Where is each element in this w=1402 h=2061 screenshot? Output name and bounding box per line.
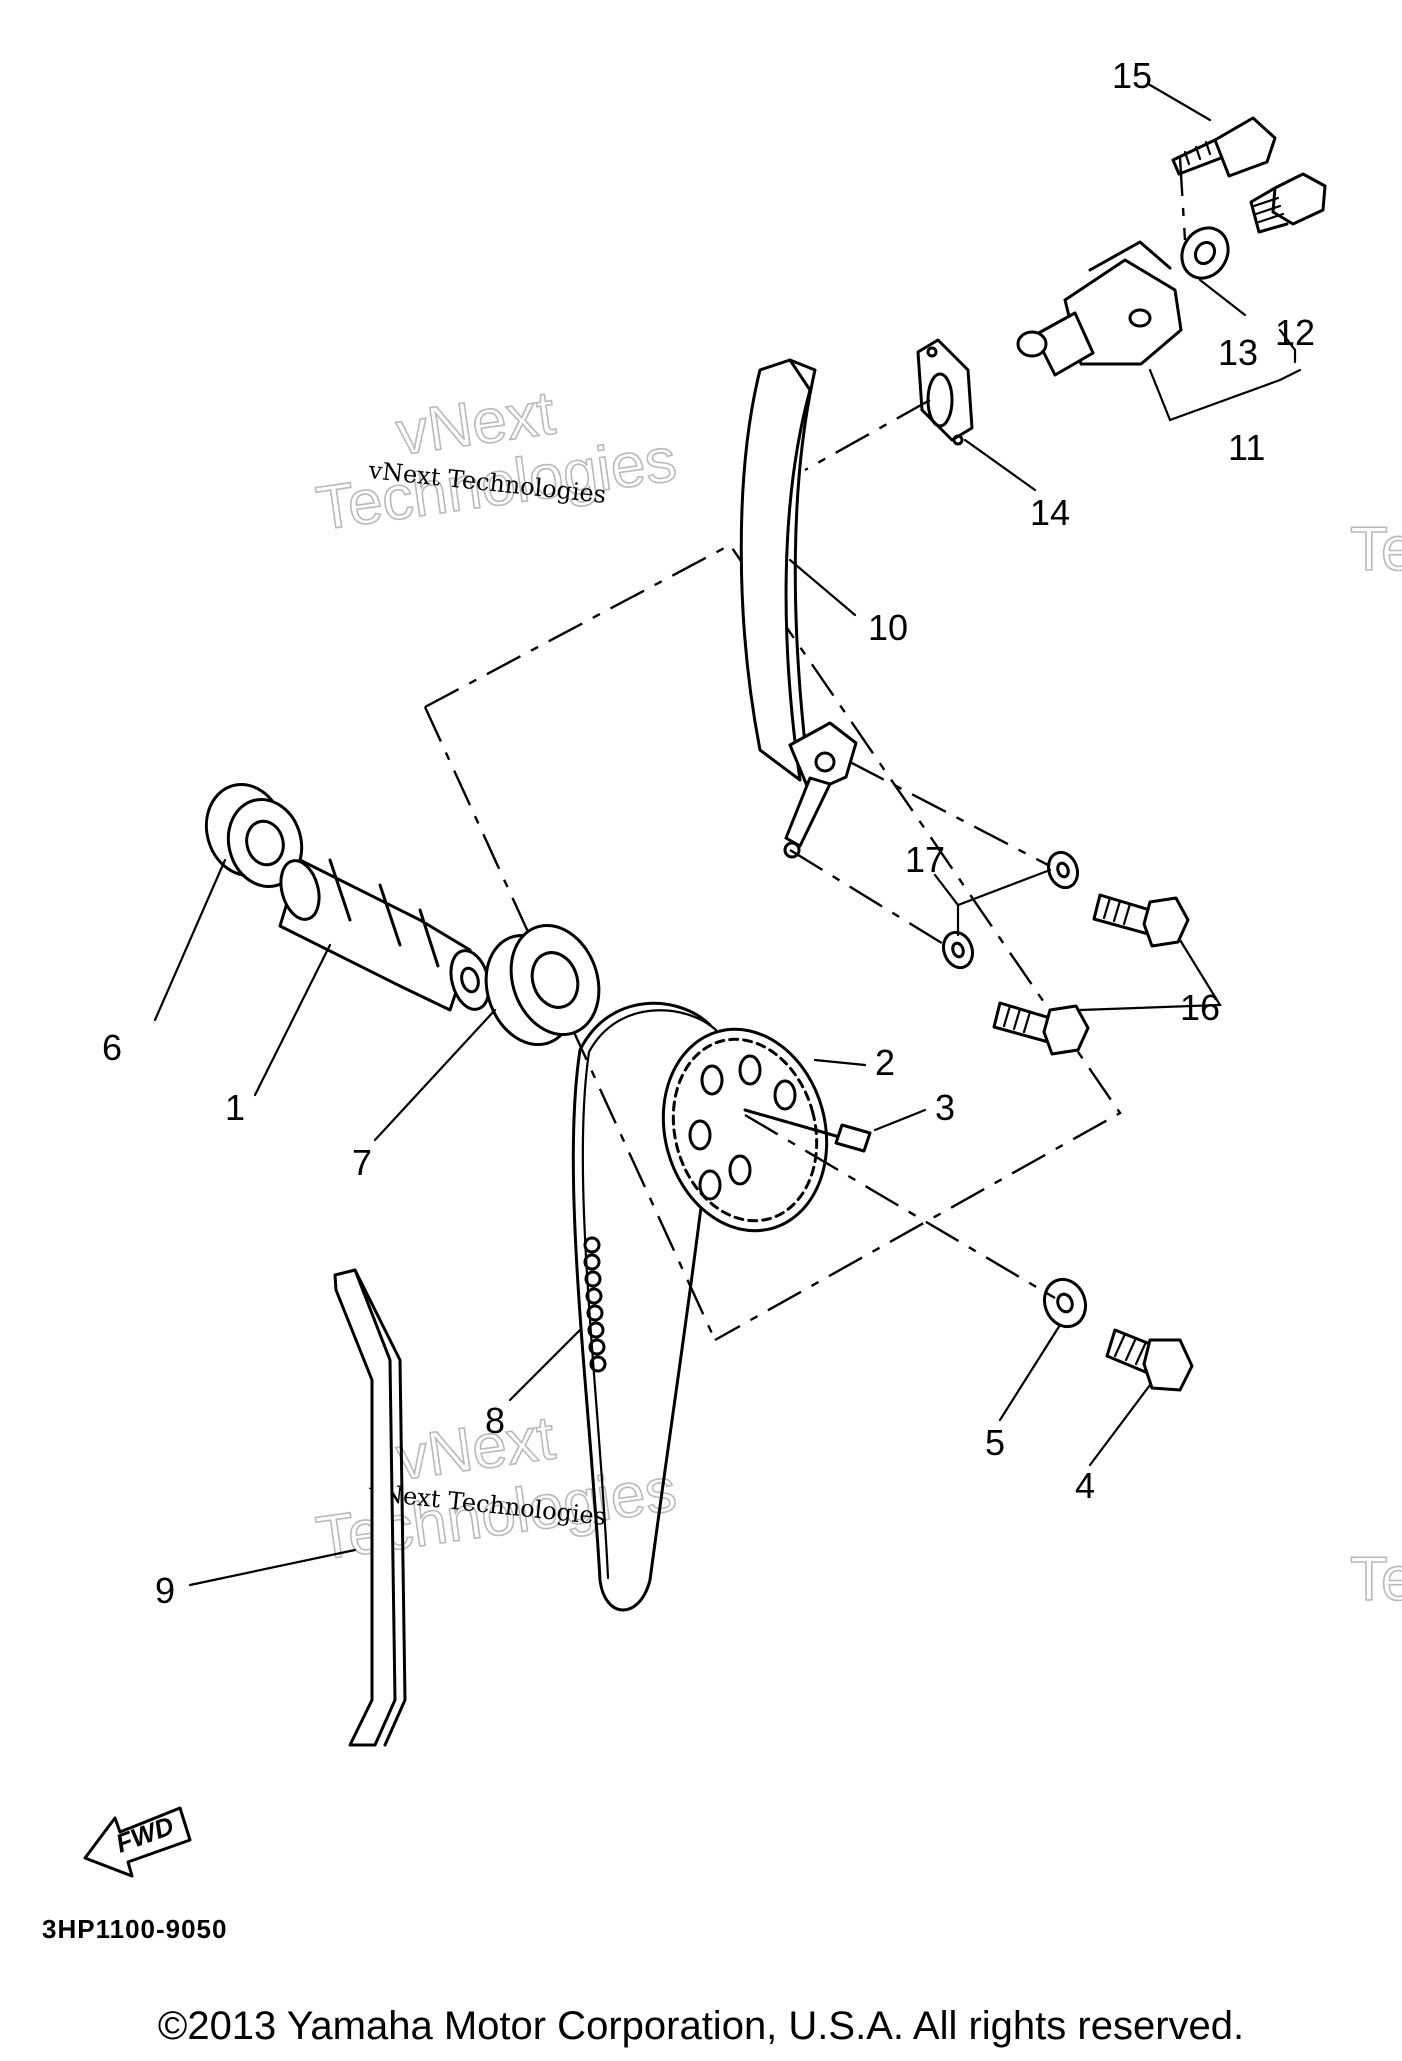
callout-13: 13 bbox=[1218, 332, 1258, 373]
callout-2: 2 bbox=[875, 1042, 895, 1083]
chain-links bbox=[583, 1236, 607, 1373]
callout-16: 16 bbox=[1180, 987, 1220, 1028]
part-cam-sprocket-2 bbox=[661, 1027, 829, 1233]
part-chain-guide-9 bbox=[333, 1268, 407, 1747]
part-bolt-15 bbox=[1171, 116, 1277, 178]
part-bolt-4 bbox=[1105, 1328, 1194, 1392]
part-bearing-6 bbox=[204, 782, 304, 889]
callout-7: 7 bbox=[352, 1142, 372, 1183]
callout-5: 5 bbox=[985, 1422, 1005, 1463]
callout-14: 14 bbox=[1030, 492, 1070, 533]
callout-9: 9 bbox=[155, 1570, 175, 1611]
align-line-4 bbox=[744, 1113, 1056, 1300]
part-pin-3 bbox=[743, 1108, 872, 1153]
diagram-code: 3HP1100-9050 bbox=[42, 1914, 227, 1944]
part-gasket-14 bbox=[916, 338, 974, 446]
align-line-17b bbox=[789, 848, 946, 947]
part-washer-5 bbox=[1042, 1277, 1088, 1329]
align-line-15 bbox=[1178, 157, 1187, 241]
part-bolt-16 bbox=[992, 893, 1190, 1056]
callout-8: 8 bbox=[485, 1400, 505, 1441]
callout-11: 11 bbox=[1228, 427, 1265, 468]
part-chain-guide-10 bbox=[739, 358, 858, 859]
watermark-bottom: vNext Technologies vNext Technologies Te bbox=[312, 1403, 1402, 1615]
callout-17: 17 bbox=[905, 839, 945, 880]
part-cam-chain-8 bbox=[571, 1001, 718, 1612]
part-tensioner-11 bbox=[1016, 240, 1183, 377]
callout-3: 3 bbox=[935, 1087, 955, 1128]
callout-4: 4 bbox=[1075, 1465, 1095, 1506]
callout-12: 12 bbox=[1275, 312, 1315, 353]
leader-lines bbox=[153, 83, 1302, 1587]
assembly-outline bbox=[424, 543, 1122, 1342]
callout-1: 1 bbox=[225, 1087, 245, 1128]
part-plug-bolt-12 bbox=[1249, 172, 1327, 234]
part-washer-13 bbox=[1180, 226, 1230, 280]
fwd-arrow: FWD bbox=[83, 1806, 192, 1878]
align-line-14 bbox=[804, 398, 931, 472]
callout-10: 10 bbox=[868, 607, 908, 648]
part-washer-17 bbox=[941, 850, 1080, 970]
callout-15: 15 bbox=[1112, 55, 1152, 96]
callout-6: 6 bbox=[102, 1027, 122, 1068]
watermark-edge: Te bbox=[1350, 515, 1402, 584]
part-bearing-7 bbox=[484, 923, 601, 1047]
align-line-17a bbox=[849, 760, 1051, 868]
watermark-edge: Te bbox=[1350, 1545, 1402, 1614]
watermark-top: vNext Technologies vNext Technologies Te bbox=[312, 378, 1402, 585]
copyright-notice: ©2013 Yamaha Motor Corporation, U.S.A. A… bbox=[157, 2004, 1245, 2048]
assembly-outline-edge bbox=[423, 706, 717, 1341]
